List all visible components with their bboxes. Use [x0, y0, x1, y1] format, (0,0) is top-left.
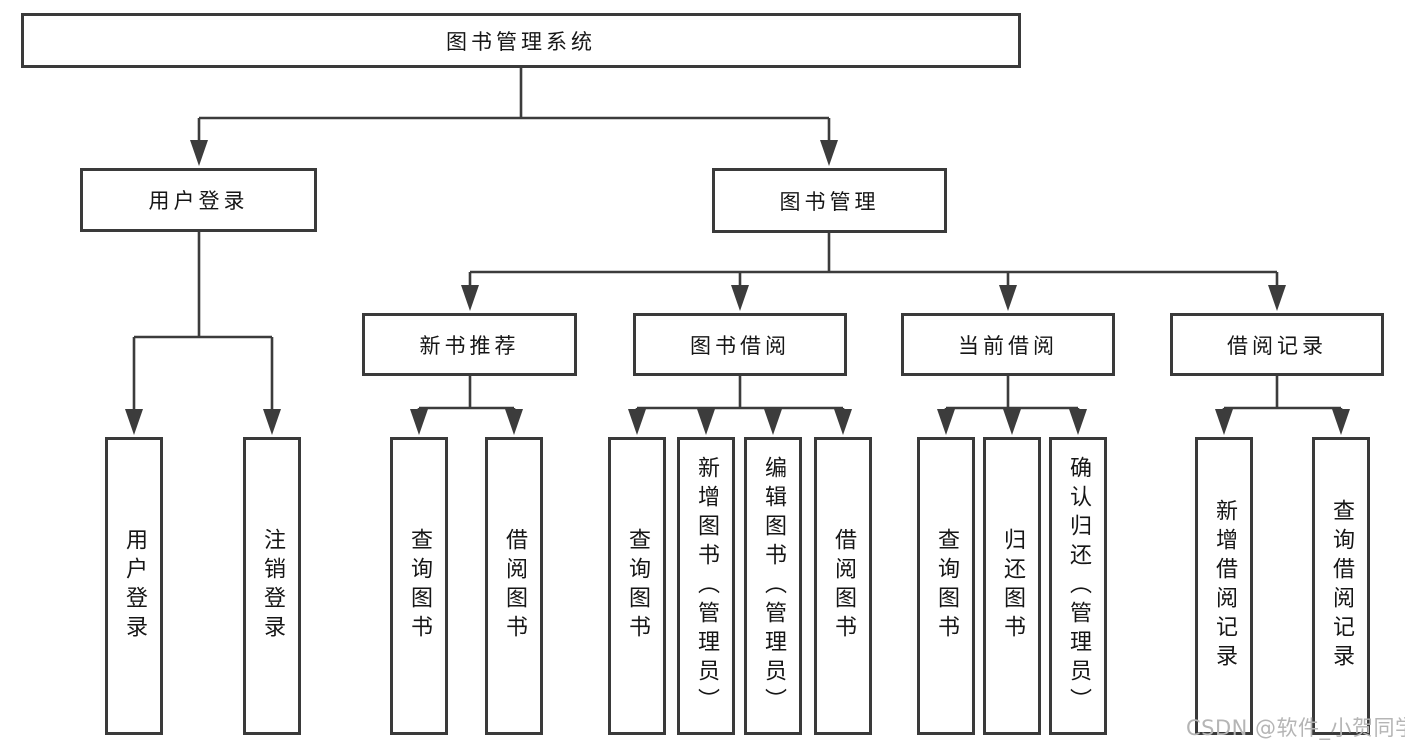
connector-records-to-leaves [1215, 376, 1350, 435]
connector-userlogin-to-leaves [125, 232, 281, 435]
leaf-edit-book-admin-label: 编辑图书（管理员） [761, 455, 786, 717]
node-user-login: 用户登录 [80, 168, 317, 232]
leaf-query-books-recommend: 查询图书 [390, 437, 448, 735]
leaf-user-login: 用户登录 [105, 437, 163, 735]
leaf-query-books-current-label: 查询图书 [934, 528, 959, 644]
leaf-query-books-borrowing: 查询图书 [608, 437, 666, 735]
connector-bookmgmt-to-level3 [461, 233, 1286, 311]
node-current-borrowing-label: 当前借阅 [958, 333, 1058, 358]
leaf-borrow-books-recommend: 借阅图书 [485, 437, 543, 735]
connector-root-to-level2 [190, 68, 838, 166]
leaf-logout-label: 注销登录 [260, 528, 285, 644]
leaf-confirm-return-admin-label: 确认归还（管理员） [1066, 455, 1091, 717]
leaf-add-book-admin-label: 新增图书（管理员） [694, 455, 719, 717]
node-book-borrowing-label: 图书借阅 [690, 333, 790, 358]
node-borrowing-records-label: 借阅记录 [1227, 333, 1327, 358]
connector-newbook-to-leaves [410, 376, 523, 435]
leaf-query-books-borrowing-label: 查询图书 [625, 528, 650, 644]
node-current-borrowing: 当前借阅 [901, 313, 1115, 376]
leaf-return-book: 归还图书 [983, 437, 1041, 735]
leaf-add-borrow-record: 新增借阅记录 [1195, 437, 1253, 735]
leaf-add-borrow-record-label: 新增借阅记录 [1212, 499, 1237, 673]
leaf-borrow-books-borrowing: 借阅图书 [814, 437, 872, 735]
connector-current-to-leaves [937, 376, 1087, 435]
csdn-watermark: CSDN @软件_小贺同学 [1186, 716, 1405, 740]
node-book-borrowing: 图书借阅 [633, 313, 847, 376]
node-new-book-recommend-label: 新书推荐 [419, 333, 520, 358]
node-book-management-label: 图书管理 [779, 189, 880, 214]
node-root: 图书管理系统 [21, 13, 1021, 68]
node-borrowing-records: 借阅记录 [1170, 313, 1384, 376]
leaf-user-login-label: 用户登录 [122, 528, 147, 644]
connector-borrowing-to-leaves [628, 376, 852, 435]
leaf-query-books-current: 查询图书 [917, 437, 975, 735]
node-new-book-recommend: 新书推荐 [362, 313, 577, 376]
node-root-label: 图书管理系统 [446, 29, 596, 54]
leaf-borrow-books-recommend-label: 借阅图书 [502, 528, 527, 644]
leaf-confirm-return-admin: 确认归还（管理员） [1049, 437, 1107, 735]
leaf-query-borrow-record-label: 查询借阅记录 [1329, 499, 1354, 673]
leaf-query-borrow-record: 查询借阅记录 [1312, 437, 1370, 735]
leaf-add-book-admin: 新增图书（管理员） [677, 437, 735, 735]
leaf-logout: 注销登录 [243, 437, 301, 735]
leaf-query-books-recommend-label: 查询图书 [407, 528, 432, 644]
node-book-management: 图书管理 [712, 168, 947, 233]
leaf-return-book-label: 归还图书 [1000, 528, 1025, 644]
node-user-login-label: 用户登录 [148, 189, 249, 213]
leaf-edit-book-admin: 编辑图书（管理员） [744, 437, 802, 735]
leaf-borrow-books-borrowing-label: 借阅图书 [831, 528, 856, 644]
